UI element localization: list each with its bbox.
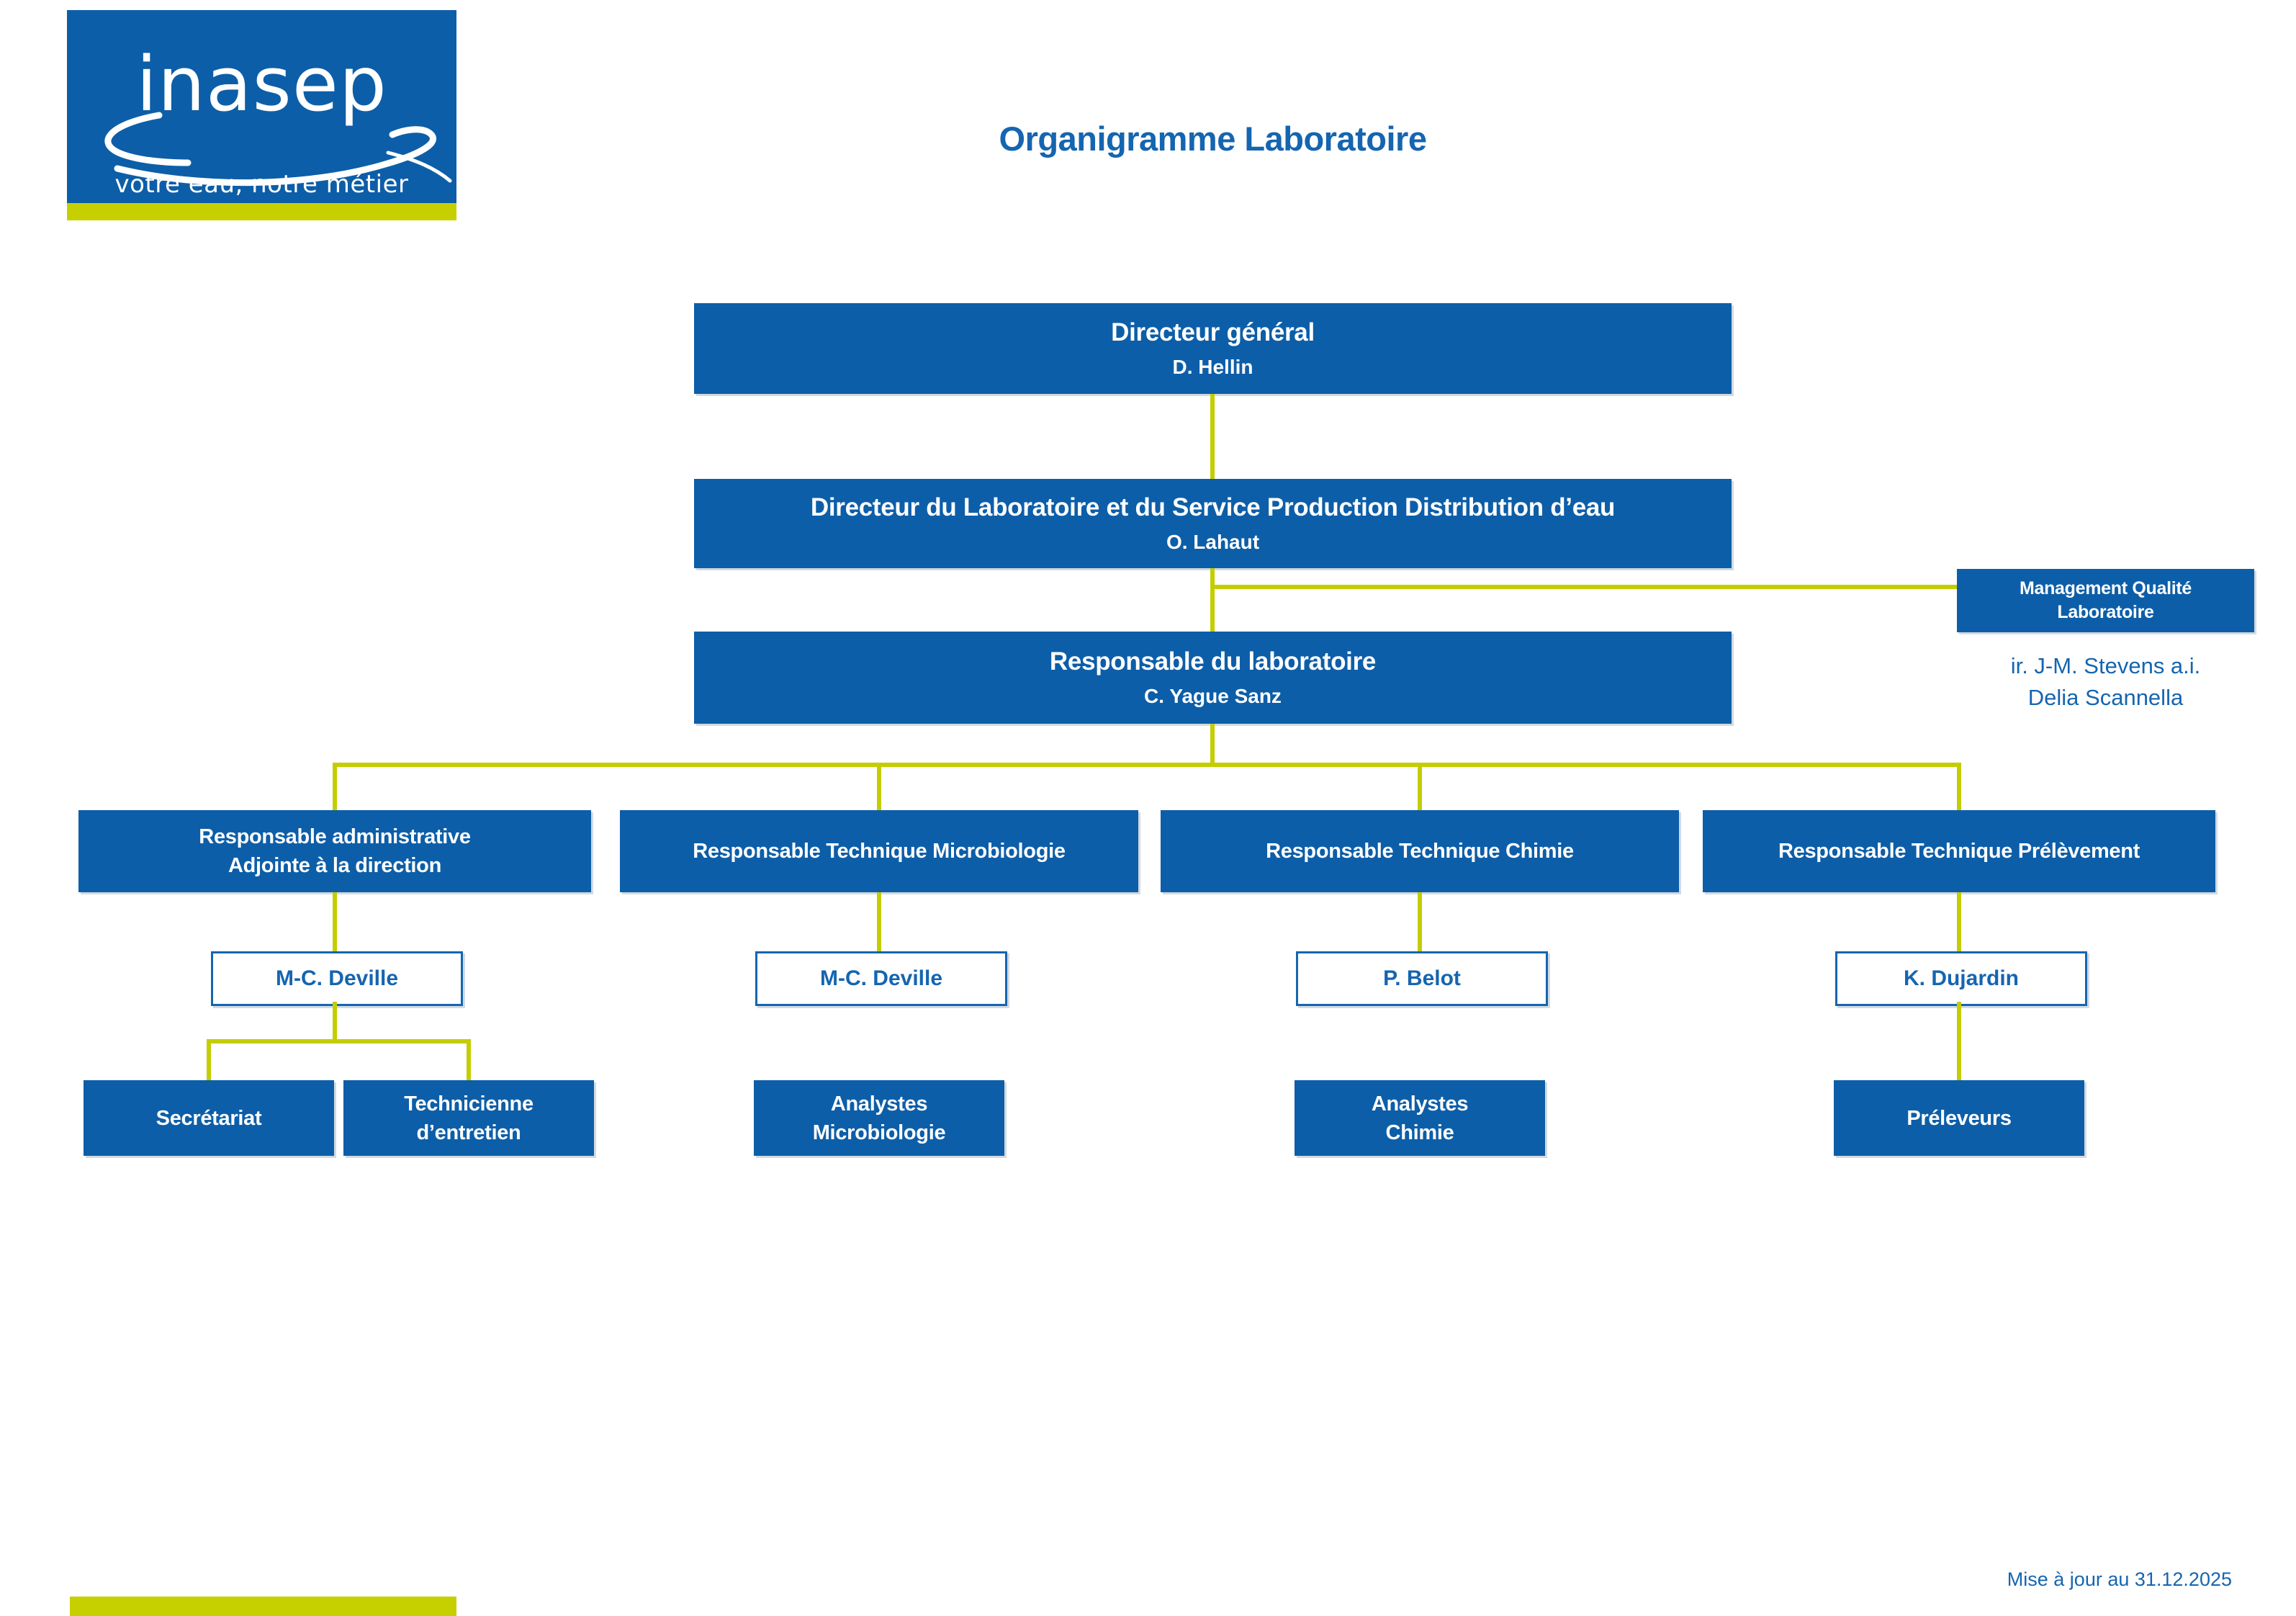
box-analystes-chimie: Analystes Chimie [1295, 1080, 1545, 1156]
namebox-mc-deville-micro: M-C. Deville [755, 951, 1007, 1006]
box-directeur-laboratoire: Directeur du Laboratoire et du Service P… [694, 479, 1732, 568]
connector-line [1210, 568, 1215, 632]
team-line1: Préleveurs [1906, 1106, 2012, 1130]
box-person: D. Hellin [1172, 356, 1253, 378]
team-line2: Chimie [1385, 1121, 1454, 1144]
connector-line [467, 1041, 471, 1080]
connector-line [333, 765, 337, 810]
namebox-k-dujardin: K. Dujardin [1835, 951, 2087, 1006]
update-note: Mise à jour au 31.12.2025 [2007, 1568, 2232, 1590]
box-technicienne-entretien: Technicienne d’entretien [343, 1080, 594, 1156]
box-directeur-general: Directeur général D. Hellin [694, 303, 1732, 394]
connector-line [877, 765, 881, 810]
person-line2: Delia Scannella [2027, 685, 2184, 710]
water-swoosh-icon [104, 112, 452, 187]
connector-line [1418, 765, 1422, 810]
box-responsable-laboratoire: Responsable du laboratoire C. Yague Sanz [694, 632, 1732, 724]
connector-line [1957, 892, 1961, 951]
connector-line [207, 1039, 471, 1043]
connector-line [1210, 394, 1215, 479]
connector-line [333, 763, 1961, 767]
box-title-line2: Laboratoire [2057, 602, 2154, 622]
logo-wordmark: inasep [136, 40, 387, 128]
connector-line [1957, 1002, 1961, 1080]
box-title: Directeur général [1111, 318, 1315, 346]
logo-accent-bar [67, 203, 456, 220]
box-management-qualite: Management Qualité Laboratoire [1957, 569, 2254, 632]
box-title-line2: Adjointe à la direction [228, 854, 442, 877]
box-analystes-microbiologie: Analystes Microbiologie [754, 1080, 1004, 1156]
connector-line [207, 1041, 211, 1080]
manager-name: K. Dujardin [1903, 966, 2019, 990]
namebox-p-belot: P. Belot [1296, 951, 1548, 1006]
team-line1: Technicienne [404, 1092, 534, 1116]
connector-line [1212, 585, 1957, 589]
page-title: Organigramme Laboratoire [999, 120, 1427, 158]
box-person: C. Yague Sanz [1144, 685, 1282, 707]
inasep-logo: inasep votre eau, notre métier [67, 10, 456, 220]
connector-line [877, 892, 881, 951]
box-title: Directeur du Laboratoire et du Service P… [810, 493, 1616, 521]
manager-name: M-C. Deville [275, 966, 399, 990]
box-secretariat: Secrétariat [84, 1080, 334, 1156]
namebox-mc-deville-admin: M-C. Deville [211, 951, 463, 1006]
box-title-line1: Responsable Technique Prélèvement [1778, 840, 2140, 863]
team-line1: Secrétariat [156, 1106, 262, 1130]
connector-line [333, 1002, 337, 1041]
box-responsable-technique-microbiologie: Responsable Technique Microbiologie [620, 810, 1138, 892]
box-preleveurs: Préleveurs [1834, 1080, 2084, 1156]
box-title-line1: Responsable Technique Chimie [1266, 840, 1574, 863]
box-responsable-technique-prelevement: Responsable Technique Prélèvement [1703, 810, 2215, 892]
connector-line [1957, 765, 1961, 810]
box-title: Responsable du laboratoire [1049, 647, 1377, 675]
box-responsable-administrative: Responsable administrative Adjointe à la… [78, 810, 591, 892]
team-line1: Analystes [830, 1092, 928, 1116]
manager-name: P. Belot [1383, 966, 1461, 990]
box-person: O. Lahaut [1166, 531, 1260, 553]
person-line1: ir. J-M. Stevens a.i. [2010, 653, 2201, 678]
connector-line [1210, 724, 1215, 765]
box-title-line1: Responsable administrative [199, 825, 471, 848]
box-title-line1: Management Qualité [2019, 578, 2192, 598]
logo-tagline: votre eau, notre métier [114, 170, 409, 199]
box-responsable-technique-chimie: Responsable Technique Chimie [1161, 810, 1679, 892]
connector-line [333, 892, 337, 951]
management-qualite-persons: ir. J-M. Stevens a.i. Delia Scannella [1935, 650, 2276, 714]
accent-bar-bottom [70, 1597, 456, 1616]
connector-line [1418, 892, 1422, 951]
team-line2: d’entretien [416, 1121, 521, 1144]
manager-name: M-C. Deville [819, 966, 943, 990]
team-line1: Analystes [1371, 1092, 1469, 1116]
box-title-line1: Responsable Technique Microbiologie [693, 840, 1066, 863]
team-line2: Microbiologie [812, 1121, 946, 1144]
